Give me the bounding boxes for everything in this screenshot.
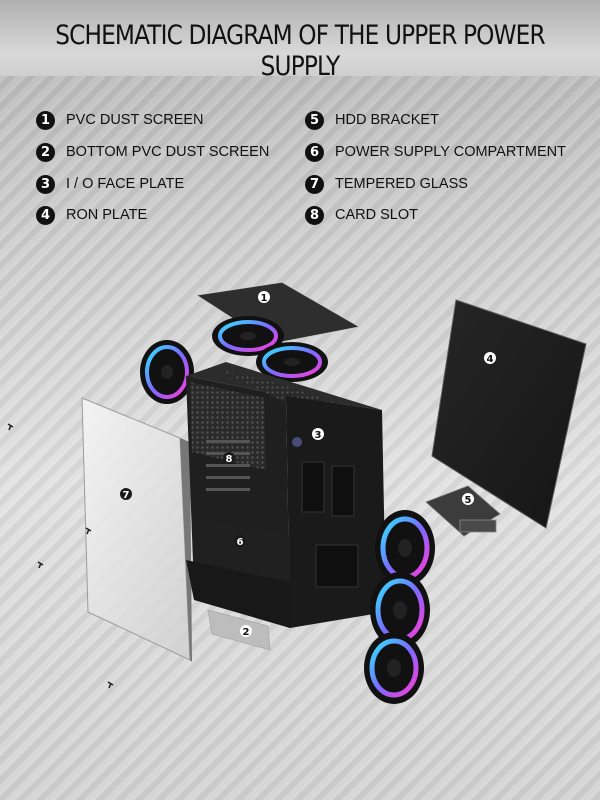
legend-label: TEMPERED GLASS (335, 176, 468, 192)
legend-number: 4 (36, 205, 55, 225)
legend-label: BOTTOM PVC DUST SCREEN (66, 144, 270, 160)
page-title: SCHEMATIC DIAGRAM OF THE UPPER POWER SUP… (55, 20, 545, 82)
legend-item-1: 1 PVC DUST SCREEN (36, 108, 204, 132)
legend-number: 3 (36, 174, 55, 194)
front-fan-bottom (364, 632, 424, 704)
iron-side-plate (431, 299, 587, 529)
callout-label: 8 (226, 454, 233, 465)
bottom-dust-screen (207, 609, 271, 651)
legend-label: RON PLATE (66, 207, 148, 223)
callout-label: 4 (487, 354, 494, 365)
legend-number: 5 (305, 110, 324, 130)
legend-number: 1 (36, 110, 55, 130)
legend-item-6: 6 POWER SUPPLY COMPARTMENT (305, 140, 566, 164)
callout-5: 5 (462, 493, 474, 506)
callout-7: 7 (120, 488, 132, 501)
callout-label: 1 (261, 293, 268, 304)
case-chassis (186, 362, 386, 628)
legend-item-8: 8 CARD SLOT (305, 203, 418, 227)
rear-fan (140, 340, 194, 404)
legend-item-2: 2 BOTTOM PVC DUST SCREEN (36, 140, 269, 164)
legend-item-7: 7 TEMPERED GLASS (305, 172, 468, 196)
callout-2: 2 (240, 625, 252, 638)
legend-item-5: 5 HDD BRACKET (305, 108, 439, 132)
callout-4: 4 (484, 352, 496, 365)
callout-1: 1 (258, 291, 270, 304)
callout-label: 5 (465, 495, 472, 506)
legend-number: 7 (305, 174, 324, 194)
legend-number: 8 (305, 205, 324, 225)
legend-label: CARD SLOT (335, 207, 418, 223)
legend-label: POWER SUPPLY COMPARTMENT (335, 144, 566, 160)
top-fan-right (256, 342, 328, 382)
callout-label: 2 (243, 627, 250, 638)
legend-item-4: 4 RON PLATE (36, 203, 147, 227)
legend-number: 2 (36, 142, 55, 162)
legend-number: 6 (305, 142, 324, 162)
legend-label: HDD BRACKET (335, 112, 439, 128)
title-band (0, 0, 600, 76)
callout-6: 6 (234, 535, 246, 548)
tempered-glass-panel (81, 397, 192, 662)
callout-8: 8 (223, 452, 235, 465)
callout-label: 6 (237, 537, 244, 548)
callout-label: 7 (123, 490, 130, 501)
top-fan-left (212, 316, 284, 356)
callout-label: 3 (315, 430, 322, 441)
hdd-bracket (425, 485, 501, 537)
callout-3: 3 (312, 428, 324, 441)
thumbscrews (7, 423, 114, 689)
legend-label: PVC DUST SCREEN (66, 112, 204, 128)
legend-label: I / O FACE PLATE (66, 176, 185, 192)
legend-item-3: 3 I / O FACE PLATE (36, 172, 184, 196)
